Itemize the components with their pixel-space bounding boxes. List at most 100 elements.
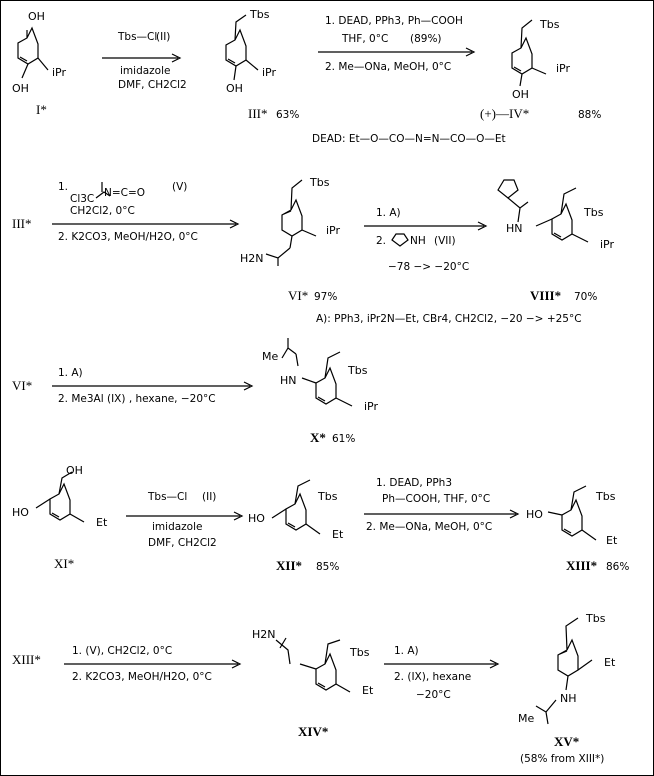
compound-label: VI* [12, 378, 32, 393]
compound-XIII-structure: Tbs HO Et [526, 485, 618, 547]
tbs-group: Tbs [585, 612, 606, 625]
compound-VI-structure: Tbs iPr H2N [240, 176, 340, 266]
h2n-group: H2N [240, 252, 264, 265]
svg-text:NH: NH [410, 235, 426, 247]
yield-label: 86% [606, 561, 629, 573]
svg-text:(VII): (VII) [434, 235, 456, 247]
svg-text:(II): (II) [202, 491, 216, 503]
ho-group: HO [526, 508, 543, 521]
svg-text:2. (IX), hexane: 2. (IX), hexane [394, 671, 471, 683]
svg-text:(89%): (89%) [410, 33, 442, 45]
svg-text:2. K2CO3, MeOH/H2O, 0°C: 2. K2CO3, MeOH/H2O, 0°C [72, 671, 212, 683]
oh-group: OH [28, 10, 45, 23]
tbs-group: Tbs [347, 364, 368, 377]
tbs-group: Tbs [595, 490, 616, 503]
svg-text:Tbs—Cl: Tbs—Cl [147, 491, 187, 503]
tbs-group: Tbs [539, 18, 560, 31]
compound-XII-structure: Tbs HO Et [248, 479, 344, 541]
svg-text:1. A): 1. A) [376, 207, 401, 219]
svg-text:−20°C: −20°C [416, 689, 451, 701]
tbs-group: Tbs [583, 206, 604, 219]
tbs-group: Tbs [309, 176, 330, 189]
reaction-arrow-2-1: 1. Cl3C N=C=O (V) CH2Cl2, 0°C 2. K2CO3, … [52, 181, 240, 243]
me-group: Me [262, 350, 278, 363]
tbs-group: Tbs [249, 8, 270, 21]
reaction-arrow-3-1: 1. A) 2. Me3Al (IX) , hexane, −20°C [52, 367, 254, 405]
compound-VIII-structure: HN Tbs iPr [497, 179, 614, 251]
compound-label: VIII* [530, 288, 561, 303]
oh-group: OH [12, 82, 29, 95]
svg-text:1. A): 1. A) [58, 367, 83, 379]
compound-label: XI* [54, 556, 74, 571]
hn-group: HN [506, 222, 523, 235]
yield-label: 63% [276, 109, 299, 121]
compound-I-structure: OH iPr OH [12, 10, 66, 95]
oh-group: OH [226, 82, 243, 95]
reaction-arrow-1-2: 1. DEAD, PPh3, Ph—COOH THF, 0°C (89%) 2.… [318, 15, 476, 73]
compound-label: XIV* [298, 724, 328, 739]
compound-X-structure: Me HN Tbs iPr [262, 338, 378, 413]
tbs-group: Tbs [349, 646, 370, 659]
yield-label: 85% [316, 561, 339, 573]
svg-text:CH2Cl2, 0°C: CH2Cl2, 0°C [70, 205, 135, 217]
reaction-arrow-4-2: 1. DEAD, PPh3 Ph—COOH, THF, 0°C 2. Me—ON… [364, 477, 520, 533]
compound-label: (+)—IV* [480, 106, 529, 121]
ipr-group: iPr [52, 66, 66, 79]
svg-text:DMF, CH2Cl2: DMF, CH2Cl2 [118, 79, 187, 91]
tbs-group: Tbs [317, 490, 338, 503]
ho-group: HO [248, 512, 265, 525]
reaction-arrow-1-1: Tbs—Cl (II) imidazole DMF, CH2Cl2 [102, 31, 187, 91]
compound-label: I* [36, 102, 47, 117]
compound-XI-structure: OH HO Et [12, 464, 108, 529]
svg-text:imidazole: imidazole [152, 521, 202, 533]
et-group: Et [332, 528, 344, 541]
reaction-arrow-5-2: 1. A) 2. (IX), hexane −20°C [384, 645, 500, 701]
ipr-group: iPr [326, 224, 340, 237]
compound-label: XV* [554, 734, 579, 749]
compound-label: III* [248, 106, 268, 121]
svg-text:Ph—COOH, THF, 0°C: Ph—COOH, THF, 0°C [382, 493, 490, 505]
ipr-group: iPr [364, 400, 378, 413]
ho-group: HO [12, 506, 29, 519]
oh-group: OH [512, 88, 529, 101]
svg-text:Cl3C: Cl3C [70, 193, 94, 205]
compound-label: XII* [276, 558, 302, 573]
svg-text:1. (V), CH2Cl2, 0°C: 1. (V), CH2Cl2, 0°C [72, 645, 172, 657]
svg-text:imidazole: imidazole [120, 65, 170, 77]
ipr-group: iPr [262, 66, 276, 79]
svg-text:1. DEAD, PPh3, Ph—COOH: 1. DEAD, PPh3, Ph—COOH [325, 15, 463, 27]
svg-text:Tbs—Cl: Tbs—Cl [117, 31, 157, 43]
svg-text:DMF, CH2Cl2: DMF, CH2Cl2 [148, 537, 217, 549]
hn-group: HN [280, 374, 297, 387]
yield-note: (58% from XIII*) [520, 753, 604, 765]
et-group: Et [606, 534, 618, 547]
compound-label: III* [12, 216, 32, 231]
et-group: Et [362, 684, 374, 697]
compound-label: XIII* [12, 652, 41, 667]
reagent-a-definition: A): PPh3, iPr2N—Et, CBr4, CH2Cl2, −20 −>… [316, 313, 582, 325]
compound-XIV-structure: H2N Tbs Et [252, 628, 374, 697]
yield-label: 97% [314, 291, 337, 303]
svg-text:1. DEAD, PPh3: 1. DEAD, PPh3 [376, 477, 452, 489]
me-group: Me [518, 712, 534, 725]
compound-label: X* [310, 430, 326, 445]
et-group: Et [604, 656, 616, 669]
svg-text:2. Me—ONa, MeOH, 0°C: 2. Me—ONa, MeOH, 0°C [366, 521, 492, 533]
svg-text:2. K2CO3, MeOH/H2O, 0°C: 2. K2CO3, MeOH/H2O, 0°C [58, 231, 198, 243]
reaction-arrow-5-1: 1. (V), CH2Cl2, 0°C 2. K2CO3, MeOH/H2O, … [64, 645, 242, 683]
svg-text:THF, 0°C: THF, 0°C [341, 33, 388, 45]
yield-label: 70% [574, 291, 597, 303]
svg-text:2. Me3Al (IX) , hexane,: 2. Me3Al (IX) , hexane, −20°C [58, 393, 216, 405]
compound-label: XIII* [566, 558, 597, 573]
oh-group: OH [66, 464, 83, 477]
compound-label: VI* [288, 288, 308, 303]
svg-text:−78 −> −20°C: −78 −> −20°C [388, 261, 469, 273]
svg-text:1.: 1. [58, 181, 68, 193]
ipr-group: iPr [556, 62, 570, 75]
nh-group: NH [560, 692, 577, 705]
svg-text:2. Me—ONa, MeOH, 0°C: 2. Me—ONa, MeOH, 0°C [325, 61, 451, 73]
h2n-group: H2N [252, 628, 276, 641]
et-group: Et [96, 516, 108, 529]
